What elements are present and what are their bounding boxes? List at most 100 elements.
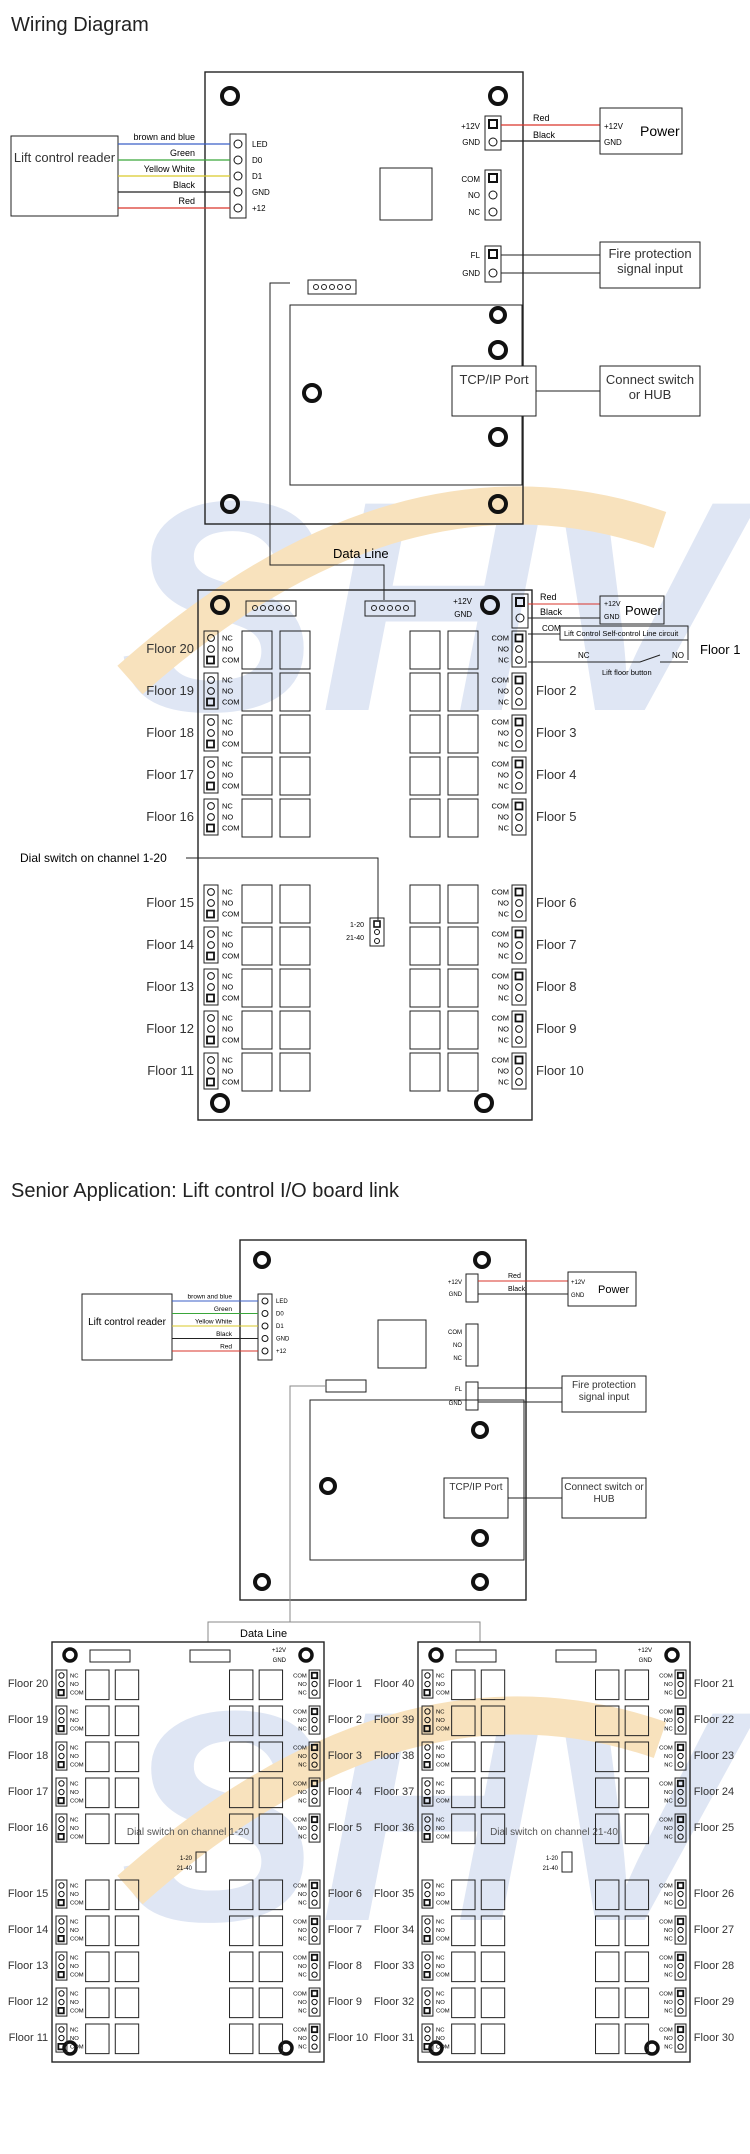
floor-label-right: Floor 9: [328, 1996, 362, 2008]
terminal-block: [203, 968, 219, 1006]
relay: [624, 1951, 650, 1983]
terminal-pin: [311, 2043, 318, 2050]
terminal-pin-label: NC: [298, 1901, 306, 1907]
terminal-pin-label: COM: [492, 718, 510, 727]
relay: [409, 926, 441, 966]
terminal-pin-label: COM: [70, 1937, 84, 1943]
terminal-pin-label: COM: [436, 1835, 450, 1841]
terminal-pin-label: NC: [664, 1835, 672, 1841]
terminal-pin-label: NO: [498, 813, 509, 822]
terminal-pin: [311, 1752, 318, 1760]
terminal-pin-label: NO: [664, 1790, 673, 1796]
small-fire-gnd: GND: [449, 1401, 463, 1407]
terminal-pin: [58, 1918, 65, 1925]
relay: [229, 1813, 254, 1845]
terminal-pin-label: COM: [659, 1745, 673, 1751]
dial-21-40-small: 21-40: [177, 1866, 193, 1872]
small-pin-pos: +12V: [448, 1280, 462, 1286]
terminal-pin-label: COM: [293, 1991, 307, 1997]
floor-label-left: Floor 40: [374, 1678, 414, 1690]
relay: [447, 968, 479, 1008]
floor-label-right: Floor 23: [694, 1750, 734, 1762]
terminal-pin-label: NC: [70, 1991, 78, 1997]
terminal-pin-label: COM: [436, 2009, 450, 2015]
floor-label-right: Floor 26: [694, 1888, 734, 1900]
tcpip-title: TCP/IP Port: [459, 372, 529, 387]
terminal-pin: [58, 1998, 65, 2006]
terminal-pin-label: COM: [70, 1691, 84, 1697]
terminal-pin-label: NC: [298, 1973, 306, 1979]
terminal-pin-label: COM: [492, 676, 510, 685]
terminal-pin-label: COM: [222, 656, 240, 665]
relay: [451, 1777, 476, 1809]
terminal-pin-square: [423, 2042, 431, 2051]
terminal-pin: [677, 1935, 684, 1942]
terminal-pin-label: NC: [298, 1727, 306, 1733]
terminal-pin: [207, 729, 215, 737]
floor-label-left: Floor 19: [146, 683, 194, 698]
terminal-pin-label: NC: [298, 2045, 306, 2051]
floor-label-left: Floor 17: [8, 1786, 48, 1798]
relay: [624, 1741, 650, 1773]
terminal-pin: [207, 676, 215, 684]
relay-com: COM: [461, 175, 480, 184]
terminal-pin: [58, 1824, 65, 1832]
terminal-block: [511, 756, 527, 794]
terminal-pin-label: NO: [70, 1718, 79, 1724]
terminal-pin-label: NO: [70, 1682, 79, 1688]
terminal-pin-label: NC: [70, 1955, 78, 1961]
terminal-pin-label: NC: [664, 2045, 672, 2051]
terminal-pin-label: NC: [436, 1673, 444, 1679]
small-pin-label: +12: [276, 1349, 287, 1355]
relay: [480, 1915, 506, 1947]
terminal-pin: [311, 1998, 318, 2006]
terminal-block: [674, 1879, 687, 1909]
small-wire-label: Green: [214, 1306, 232, 1313]
floor-1-label: Floor 1: [700, 642, 740, 657]
terminal-pin-label: NO: [222, 729, 233, 738]
switch-box: [599, 365, 701, 417]
terminal-pin: [677, 1725, 684, 1732]
relay: [229, 1879, 254, 1911]
terminal-pin-label: COM: [492, 760, 510, 769]
terminal-pin-label: NO: [436, 2036, 445, 2042]
terminal-block: [421, 1777, 434, 1807]
terminal-block: [308, 1951, 321, 1981]
terminal-pin-square: [57, 1760, 65, 1769]
terminal-pin: [207, 634, 215, 642]
terminal-pin-label: NC: [498, 824, 509, 833]
terminal-pin: [424, 1890, 431, 1898]
small-switch-title: Connect switch or HUB: [564, 1482, 644, 1505]
floor-label-left: Floor 13: [8, 1960, 48, 1972]
small-tcpip-title: TCP/IP Port: [449, 1482, 503, 1493]
terminal-pin-label: NC: [664, 1973, 672, 1979]
relay: [409, 672, 441, 712]
io-pin-gnd-small: GND: [639, 1658, 653, 1664]
terminal-block: [308, 1813, 321, 1843]
terminal-pin-square: [514, 675, 524, 685]
relay: [480, 1777, 506, 1809]
terminal-pin-label: COM: [70, 1973, 84, 1979]
relay: [595, 1813, 620, 1845]
terminal-pin-square: [206, 739, 215, 749]
terminal-block: [421, 1813, 434, 1843]
terminal-block: [511, 884, 527, 922]
terminal-pin-label: NC: [498, 1036, 509, 1045]
io-pin-gnd-small: GND: [273, 1658, 287, 1664]
terminal-pin: [311, 1833, 318, 1840]
terminal-pin: [515, 1078, 523, 1086]
terminal-pin-square: [57, 1688, 65, 1697]
power-pin-gnd: GND: [462, 138, 480, 147]
terminal-pin-square: [310, 1779, 319, 1788]
terminal-pin-square: [514, 1013, 524, 1023]
terminal-pin-label: NO: [222, 983, 233, 992]
terminal-pin-square: [676, 1671, 685, 1680]
terminal-pin-label: NO: [70, 1928, 79, 1934]
terminal-pin-label: COM: [70, 2045, 84, 2051]
terminal-block: [511, 1010, 527, 1048]
terminal-pin: [58, 2026, 65, 2033]
terminal-block: [511, 968, 527, 1006]
terminal-block: [674, 1741, 687, 1771]
terminal-pin-square: [206, 1035, 215, 1045]
terminal-pin: [311, 1716, 318, 1724]
